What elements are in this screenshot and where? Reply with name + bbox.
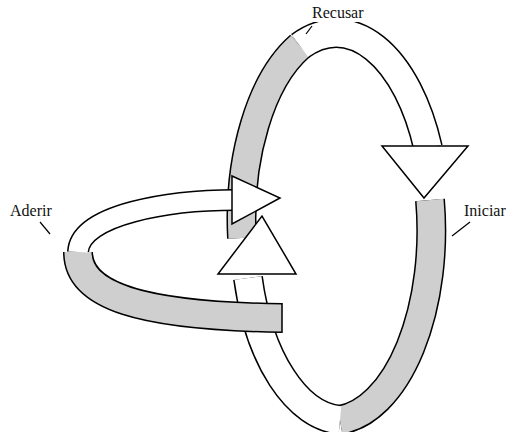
leader-line — [306, 26, 312, 34]
ribbon-outline — [300, 33, 428, 148]
leader-line — [40, 222, 50, 234]
arrowhead — [218, 216, 296, 274]
ribbon-outline — [248, 278, 340, 420]
arrow-label: Aderir — [8, 202, 54, 220]
ribbon-band — [248, 278, 340, 420]
leader-line — [452, 222, 470, 236]
ribbon-band — [78, 200, 236, 252]
ribbon-end — [281, 303, 283, 333]
arrow-label: Iniciar — [462, 202, 508, 220]
arrowhead — [382, 146, 468, 198]
ribbon-band — [340, 200, 431, 420]
ribbon-outline — [78, 200, 236, 252]
arrowhead — [232, 176, 280, 224]
ribbon-band — [300, 33, 428, 148]
arrow-label: Recusar — [310, 4, 366, 22]
ribbon-outline — [340, 200, 431, 420]
